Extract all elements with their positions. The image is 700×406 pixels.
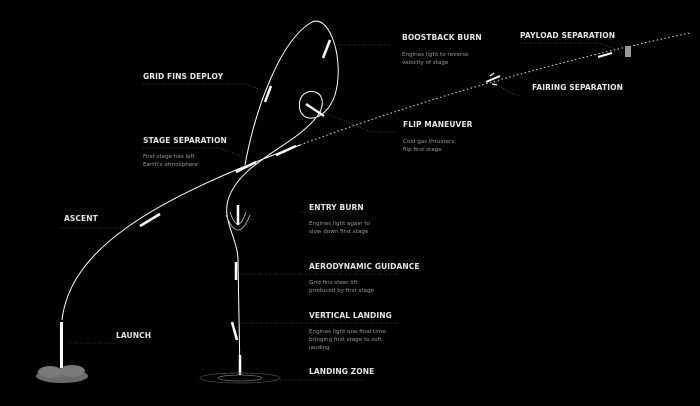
stage-label-boostback: BOOSTBACK BURN: [402, 33, 482, 42]
stage-label-stage-separation: STAGE SEPARATION: [143, 136, 227, 145]
stage-label-flip: FLIP MANEUVER: [403, 120, 473, 129]
boostback-rocket: [321, 39, 332, 59]
stage-label-landing: VERTICAL LANDING: [309, 311, 392, 320]
fairing-halves: [489, 72, 495, 77]
stage-desc-landing-1: Engines light one final time: [309, 329, 386, 335]
stage-desc-boostback-1: Engines light to reverse: [402, 52, 469, 58]
stage-label-fairing: FAIRING SEPARATION: [532, 83, 623, 92]
stage-desc-aero-2: produced by first stage: [309, 288, 374, 294]
grid-fins-rocket: [263, 85, 273, 103]
stage-desc-stage-separation-1: First stage has left: [143, 154, 195, 160]
orbit-trajectory: [299, 32, 691, 146]
stage-desc-boostback-2: velocity of stage: [402, 60, 449, 66]
stage-label-grid-fins: GRID FINS DEPLOY: [143, 72, 224, 81]
stage-desc-entry-1: Engines light again to: [309, 221, 370, 227]
rocket-on-pad: [60, 322, 63, 368]
stage-sep-rocket: [235, 160, 257, 174]
stage-desc-landing-2: bringing first stage to soft: [309, 337, 382, 343]
stage-desc-entry-2: slow down first stage: [309, 229, 369, 235]
landing-pad-ripples: [199, 372, 281, 384]
stage-label-aero: AERODYNAMIC GUIDANCE: [309, 262, 420, 271]
booster-return-trajectory: [226, 20, 339, 376]
stage-label-launch: LAUNCH: [116, 331, 152, 340]
ascent-rocket: [139, 212, 161, 228]
flip-rocket: [305, 102, 325, 118]
stage-label-payload: PAYLOAD SEPARATION: [520, 31, 616, 40]
stage-desc-stage-separation-2: Earth's atmosphere: [143, 162, 198, 168]
payload: [625, 46, 631, 57]
stage-desc-aero-1: Grid fins steer lift: [309, 280, 358, 286]
stage-desc-flip-2: flip first stage: [403, 147, 442, 153]
stage-desc-landing-3: landing: [309, 345, 330, 351]
leader-lines: [60, 42, 623, 381]
landing-rocket: [230, 321, 239, 341]
ascent-trajectory: [61, 144, 301, 321]
stage-desc-flip-1: Cold gas thrusters: [403, 139, 455, 145]
stage-label-zone: LANDING ZONE: [309, 367, 375, 376]
stage-label-ascent: ASCENT: [64, 214, 98, 223]
stage-label-entry: ENTRY BURN: [309, 203, 364, 212]
